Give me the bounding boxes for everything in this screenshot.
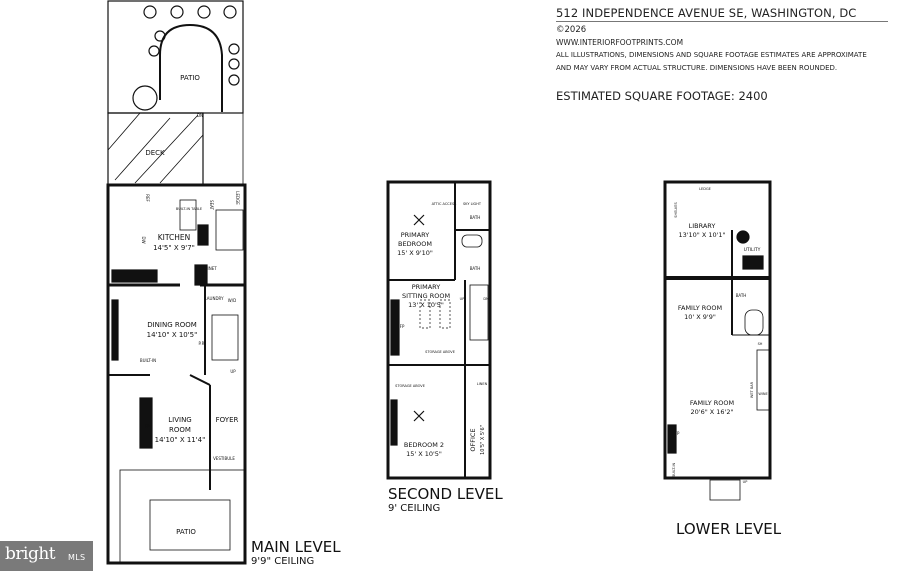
main-level-title: MAIN LEVEL: [251, 538, 341, 556]
front-area: [119, 469, 246, 564]
label-fp: FP: [145, 424, 150, 429]
watermark-suffix: MLS: [68, 553, 86, 562]
stairs: [709, 479, 741, 501]
label-shelves: SHELVES: [674, 201, 678, 217]
lower-level-outline: [663, 180, 772, 480]
lower-level-plan: [663, 180, 772, 501]
ceiling-fan-icon: [413, 214, 425, 226]
label-library: LIBRARY: [689, 222, 716, 230]
copyright: ©2026: [556, 25, 587, 35]
stairs: [215, 209, 244, 251]
label-builtin-table: BUILT-IN TABLE: [176, 207, 202, 211]
label-bedroom-2: BEDROOM 2: [404, 441, 444, 449]
second-level-plan: [386, 180, 492, 480]
disclaimer-line-2: AND MAY VARY FROM ACTUAL STRUCTURE. DIME…: [556, 64, 838, 72]
label-family-room-2: FAMILY ROOM: [690, 399, 734, 407]
label-up: UP: [460, 297, 465, 301]
disclaimer-line-1: ALL ILLUSTRATIONS, DIMENSIONS AND SQUARE…: [556, 51, 867, 59]
label-ref: REF: [145, 194, 150, 202]
label-ledge: LEDGE: [699, 187, 711, 191]
label-laundry: LAUNDRY: [204, 296, 224, 301]
label-ledge: LEDGE: [235, 191, 240, 205]
second-level-outline: [386, 180, 492, 480]
label-storage-above-2: STORAGE ABOVE: [395, 384, 425, 388]
label-foyer: FOYER: [216, 416, 239, 424]
label-vestibule: VESTIBULE: [213, 456, 235, 461]
label-bath-2: BATH: [470, 266, 481, 271]
label-attic-access: ATTIC ACCESS: [432, 202, 458, 206]
label-primary-bedroom-2: BEDROOM: [398, 240, 432, 248]
label-up: UP: [743, 480, 748, 484]
label-wine: WINE: [758, 392, 767, 396]
label-bath-1: BATH: [470, 215, 481, 220]
label-utility: UTILITY: [744, 247, 761, 253]
label-primary-bedroom: PRIMARY: [401, 231, 430, 239]
label-sitting-2: SITTING ROOM: [402, 292, 450, 300]
label-builtin: BUILT-IN: [140, 358, 156, 363]
second-level-caption: SECOND LEVEL 9' CEILING: [388, 485, 503, 514]
label-sh: SH: [758, 342, 763, 346]
bright-mls-watermark: bright MLS: [0, 541, 93, 571]
second-level-ceiling: 9' CEILING: [388, 503, 441, 514]
lower-level-title: LOWER LEVEL: [676, 520, 782, 538]
label-skylight: SKY LIGHT: [463, 202, 482, 206]
label-sitting: PRIMARY: [412, 283, 441, 291]
label-storage-above-1: STORAGE ABOVE: [425, 350, 455, 354]
label-fp: FP: [675, 431, 680, 436]
label-dining-dim: 14'10" X 10'5": [147, 331, 198, 339]
label-deck: DECK: [145, 149, 165, 157]
lower-level-caption: LOWER LEVEL: [676, 520, 781, 538]
label-dn: DN: [197, 113, 203, 118]
label-sitting-dim: 13' X 10'5": [408, 301, 444, 309]
label-library-dim: 13'10" X 10'1": [678, 231, 725, 239]
label-kitchen: KITCHEN: [158, 233, 191, 242]
square-footage: ESTIMATED SQUARE FOOTAGE: 2400: [556, 89, 768, 103]
label-fp: FP: [400, 324, 405, 329]
label-rear-patio: PATIO: [180, 74, 200, 82]
label-linen: LINEN: [477, 382, 488, 386]
website: WWW.INTERIORFOOTPRINTS.COM: [556, 38, 684, 47]
ceiling-fan-icon: [413, 410, 425, 422]
label-office: OFFICE: [469, 428, 477, 451]
label-kitchen-dim: 14'5" X 9'7": [153, 244, 195, 252]
label-builtin: BUILT-IN: [672, 463, 676, 478]
label-wet-bar: WET BAR: [750, 381, 754, 398]
second-level-title: SECOND LEVEL: [388, 485, 503, 503]
label-family-room-1: FAMILY ROOM: [678, 304, 722, 312]
label-cabinet: CABINET: [199, 266, 217, 271]
label-dining: DINING ROOM: [147, 321, 197, 329]
label-bath: BATH: [736, 293, 747, 298]
label-living-2: ROOM: [169, 426, 191, 434]
powder-room: [211, 314, 239, 361]
label-dw: DW: [141, 236, 146, 243]
patio-arch: [159, 23, 223, 112]
watermark-brand: bright: [5, 544, 56, 564]
stairs: [469, 284, 489, 341]
label-living-dim: 14'10" X 11'4": [155, 436, 206, 444]
label-bedroom-2-dim: 15' X 10'5": [406, 450, 442, 458]
header-rule: [556, 21, 888, 22]
label-pr: P.R.: [199, 341, 206, 346]
label-up: UP: [230, 369, 236, 374]
label-wd: W/D: [228, 298, 236, 303]
label-living: LIVING: [168, 416, 191, 424]
main-level-ceiling: 9'9" CEILING: [251, 556, 315, 567]
label-primary-bedroom-dim: 15' X 9'10": [397, 249, 433, 257]
main-level-plan: [106, 0, 247, 565]
trees: [132, 5, 240, 111]
label-seat: SEAT: [209, 200, 214, 210]
label-dn: DN: [483, 297, 489, 301]
address-heading: 512 INDEPENDENCE AVENUE SE, WASHINGTON, …: [556, 6, 857, 20]
label-front-patio: PATIO: [176, 528, 196, 536]
main-level-caption: MAIN LEVEL 9'9" CEILING: [251, 538, 341, 567]
label-family-room-1-dim: 10' X 9'9": [684, 313, 716, 321]
label-office-dim: 10'5" X 5'6": [480, 425, 486, 455]
label-family-room-2-dim: 20'6" X 16'2": [691, 408, 734, 416]
